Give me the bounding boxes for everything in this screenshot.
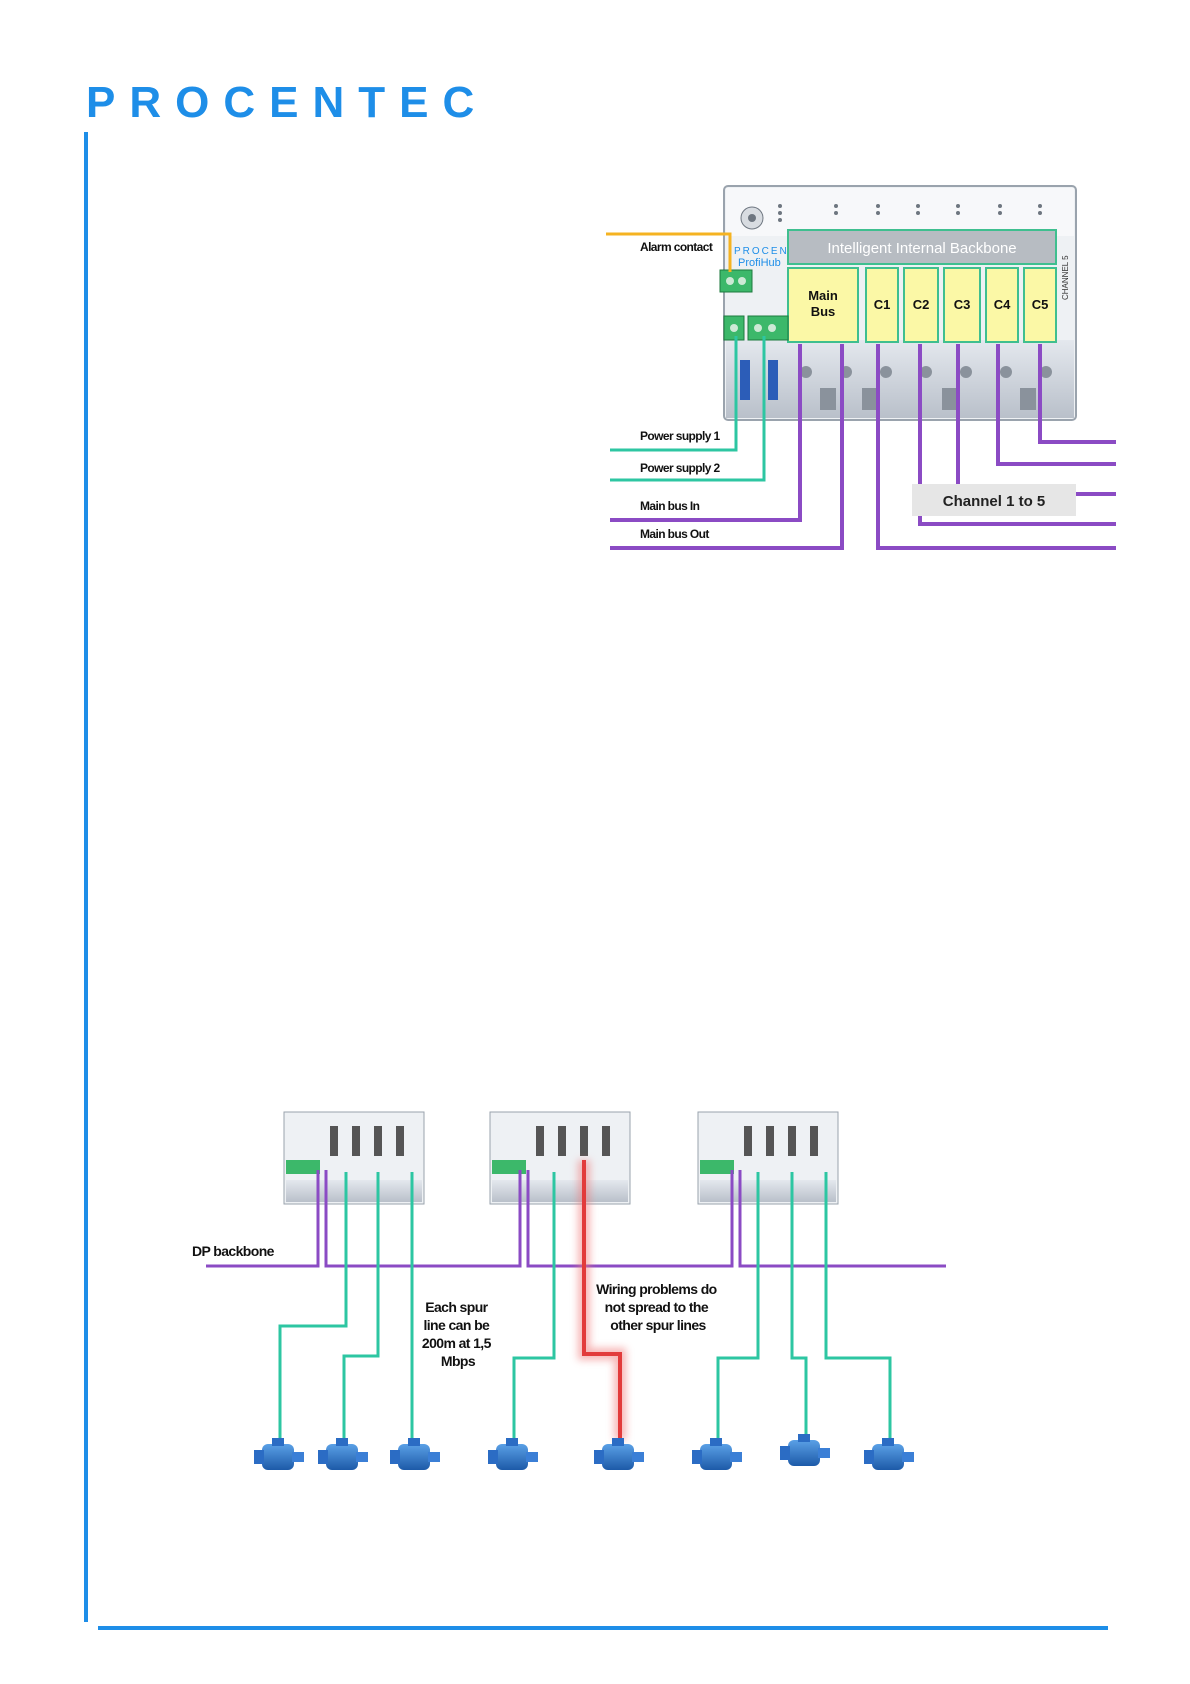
- channel-block-c3-label: C3: [954, 297, 971, 312]
- profihub-diagram: PROCENTEC ProfiHub CHANNEL 5 Intelligent…: [606, 186, 1116, 548]
- motor-icon: [594, 1438, 644, 1470]
- main-bus-out-label: Main bus Out: [640, 527, 709, 541]
- main-bus-in-label: Main bus In: [640, 499, 700, 513]
- motor-icon: [488, 1438, 538, 1470]
- wiring-problems-note: Wiring problems do not spread to the oth…: [596, 1281, 720, 1333]
- backbone-topology: DP backbone Each spur line can be 200m a…: [192, 1112, 946, 1470]
- device-model-text: ProfiHub: [738, 257, 781, 269]
- spur-length-note: Each spur line can be 200m at 1,5 Mbps: [422, 1299, 494, 1369]
- motor-icon: [390, 1438, 440, 1470]
- power-supply-1-label: Power supply 1: [640, 429, 721, 443]
- profihub-unit-2: [490, 1112, 630, 1204]
- profihub-unit-1: [284, 1112, 424, 1204]
- motor-icon: [864, 1438, 914, 1470]
- alarm-contact-label: Alarm contact: [640, 240, 713, 254]
- channel-block-c4-label: C4: [994, 297, 1011, 312]
- motor-icon: [318, 1438, 368, 1470]
- internal-backbone-label: Intelligent Internal Backbone: [827, 240, 1016, 257]
- motor-icon: [254, 1438, 304, 1470]
- channel-block-c2-label: C2: [913, 297, 930, 312]
- motor-icon: [780, 1434, 830, 1466]
- dp-backbone-label: DP backbone: [192, 1243, 275, 1259]
- profihub-unit-3: [698, 1112, 838, 1204]
- motor-icon: [692, 1438, 742, 1470]
- channels-callout-label: Channel 1 to 5: [943, 493, 1046, 510]
- channel-block-c1-label: C1: [874, 297, 891, 312]
- channel-5-side-label: CHANNEL 5: [1061, 255, 1070, 300]
- channel-block-c5-label: C5: [1032, 297, 1049, 312]
- power-supply-2-label: Power supply 2: [640, 461, 721, 475]
